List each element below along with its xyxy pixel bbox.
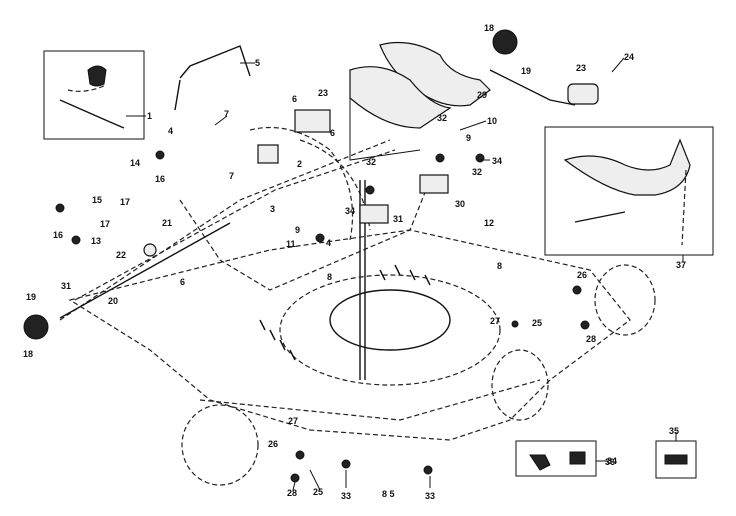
callout-33b: 33 bbox=[425, 491, 435, 501]
callout-5: 5 bbox=[255, 58, 260, 68]
callout-31b: 31 bbox=[61, 281, 71, 291]
callout-15: 15 bbox=[92, 195, 102, 205]
callout-17: 17 bbox=[120, 197, 130, 207]
callout-32: 32 bbox=[437, 113, 447, 123]
callout-6: 6 bbox=[292, 94, 297, 104]
callout-27b: 27 bbox=[288, 416, 298, 426]
callout-7b: 7 bbox=[229, 171, 234, 181]
callout-27: 27 bbox=[490, 316, 500, 326]
callout-34b: 34 bbox=[345, 206, 355, 216]
callout-3: 3 bbox=[270, 204, 275, 214]
leader-lines bbox=[126, 57, 684, 491]
callout-36: 36 bbox=[605, 457, 615, 467]
callout-32c: 32 bbox=[472, 167, 482, 177]
callout-25: 25 bbox=[532, 318, 542, 328]
callout-25b: 25 bbox=[313, 487, 323, 497]
inset-box-part-1 bbox=[43, 50, 145, 140]
callout-21: 21 bbox=[162, 218, 172, 228]
callout-4: 4 bbox=[168, 126, 173, 136]
callout-23b: 23 bbox=[576, 63, 586, 73]
callout-34c: 34 bbox=[607, 456, 617, 466]
callout-7: 7 bbox=[224, 109, 229, 119]
callout-26b: 26 bbox=[268, 439, 278, 449]
callout-23: 23 bbox=[318, 88, 328, 98]
callout-10: 10 bbox=[487, 116, 497, 126]
callout-13: 13 bbox=[91, 236, 101, 246]
callout-32b: 32 bbox=[366, 157, 376, 167]
callout-12: 12 bbox=[484, 218, 494, 228]
callout-16b: 16 bbox=[53, 230, 63, 240]
callout-11: 11 bbox=[286, 239, 296, 249]
wheel-front-left bbox=[181, 404, 259, 486]
mower-deck bbox=[68, 229, 631, 441]
callout-19b: 19 bbox=[26, 292, 36, 302]
wheel-rear-right bbox=[594, 264, 656, 336]
callout-30: 30 bbox=[455, 199, 465, 209]
callout-2: 2 bbox=[297, 159, 302, 169]
callout-29: 29 bbox=[477, 90, 487, 100]
callout-34: 34 bbox=[492, 156, 502, 166]
bottom-code: 8 5 bbox=[382, 489, 395, 499]
callout-6b: 6 bbox=[330, 128, 335, 138]
callout-18b: 18 bbox=[23, 349, 33, 359]
wheel-front-right bbox=[491, 349, 549, 421]
knob-18-top bbox=[492, 29, 518, 55]
callout-8: 8 bbox=[327, 272, 332, 282]
callout-6c: 6 bbox=[180, 277, 185, 287]
callout-18: 18 bbox=[484, 23, 494, 33]
callout-1: 1 bbox=[147, 111, 152, 121]
callout-31: 31 bbox=[393, 214, 403, 224]
callout-19: 19 bbox=[521, 66, 531, 76]
callout-28b: 28 bbox=[287, 488, 297, 498]
callout-24: 24 bbox=[624, 52, 634, 62]
callout-8b: 8 bbox=[497, 261, 502, 271]
callout-16: 16 bbox=[155, 174, 165, 184]
callout-14: 14 bbox=[130, 158, 140, 168]
callout-9: 9 bbox=[466, 133, 471, 143]
callout-20: 20 bbox=[108, 296, 118, 306]
callout-22: 22 bbox=[116, 250, 126, 260]
part-35-box bbox=[655, 440, 697, 479]
callout-35: 35 bbox=[669, 426, 679, 436]
callout-28: 28 bbox=[586, 334, 596, 344]
inset-box-part-37 bbox=[544, 126, 714, 256]
callout-26: 26 bbox=[577, 270, 587, 280]
callout-17b: 17 bbox=[100, 219, 110, 229]
callout-37: 37 bbox=[676, 260, 686, 270]
callout-33: 33 bbox=[341, 491, 351, 501]
callout-4b: 4 bbox=[326, 238, 331, 248]
callout-9b: 9 bbox=[295, 225, 300, 235]
knob-18-left bbox=[23, 314, 49, 340]
callout-labels: 1 2 3 4 4 5 6 6 6 7 7 8 8 9 9 10 11 12 1… bbox=[23, 23, 686, 501]
handle-assembly bbox=[174, 41, 599, 161]
part-36-box bbox=[515, 440, 597, 477]
